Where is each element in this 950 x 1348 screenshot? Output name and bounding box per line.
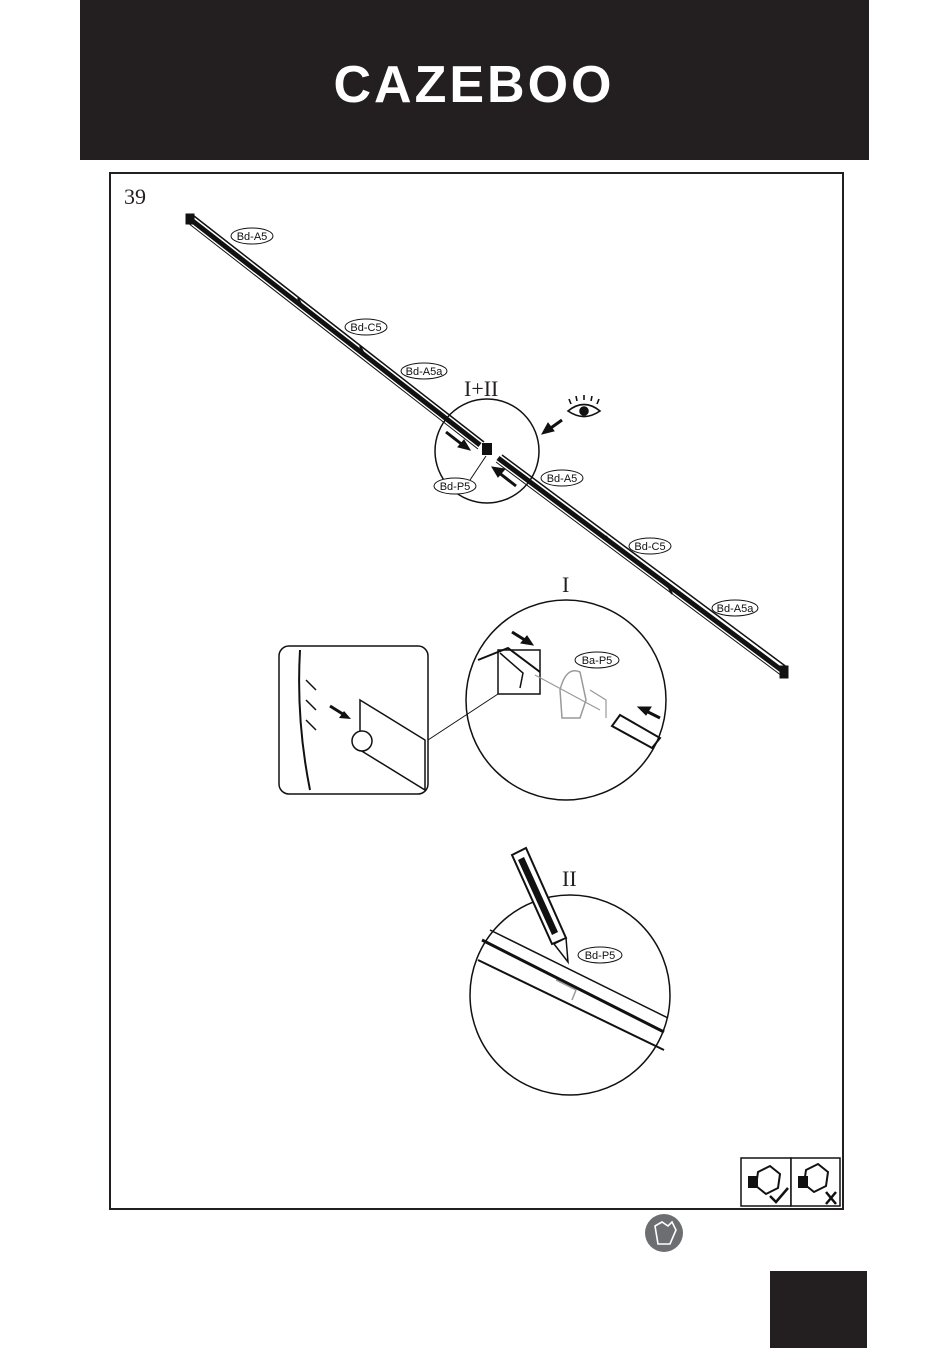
- detail-one-parts: [478, 632, 660, 748]
- svg-text:Bd-A5: Bd-A5: [237, 231, 268, 243]
- part-label-detail-two: Bd-P5: [578, 947, 622, 963]
- svg-text:Ba-P5: Ba-P5: [582, 655, 613, 667]
- detail-label-two: II: [562, 866, 577, 891]
- bolt-tighten-cross-icon: [791, 1158, 840, 1206]
- detail-circle-one: [466, 600, 666, 800]
- svg-text:Bd-C5: Bd-C5: [634, 541, 665, 553]
- callout-label-combined: I+II: [464, 376, 498, 401]
- part-label-detail-one: Ba-P5: [575, 652, 619, 668]
- svg-text:Bd-A5: Bd-A5: [547, 473, 578, 485]
- page-corner-block: [770, 1271, 867, 1348]
- part-label-bottom-c5: Bd-C5: [629, 538, 671, 554]
- detail-circle-two: [470, 895, 670, 1095]
- part-label-top-a5a: Bd-A5a: [401, 363, 447, 379]
- beam-lower: [496, 455, 788, 678]
- zoom-inset: [279, 646, 428, 794]
- detail-two-parts: [478, 930, 668, 1050]
- svg-text:Bd-C5: Bd-C5: [350, 322, 381, 334]
- detail-label-one: I: [562, 572, 569, 597]
- beam-upper: [186, 214, 484, 449]
- part-label-top-a5: Bd-A5: [231, 228, 273, 244]
- part-label-top-c5: Bd-C5: [345, 319, 387, 335]
- eye-icon: [568, 395, 600, 417]
- part-label-bottom-a5: Bd-A5: [541, 470, 583, 486]
- bolt-tighten-check-icon: [741, 1158, 791, 1206]
- glove-icon: [645, 1214, 683, 1252]
- svg-text:Bd-A5a: Bd-A5a: [406, 366, 444, 378]
- svg-text:Bd-A5a: Bd-A5a: [717, 603, 755, 615]
- connector-block: [482, 443, 492, 455]
- svg-text:Bd-P5: Bd-P5: [440, 481, 471, 493]
- part-label-connector: Bd-P5: [434, 456, 486, 494]
- svg-text:Bd-P5: Bd-P5: [585, 950, 616, 962]
- part-label-bottom-a5a: Bd-A5a: [712, 600, 758, 616]
